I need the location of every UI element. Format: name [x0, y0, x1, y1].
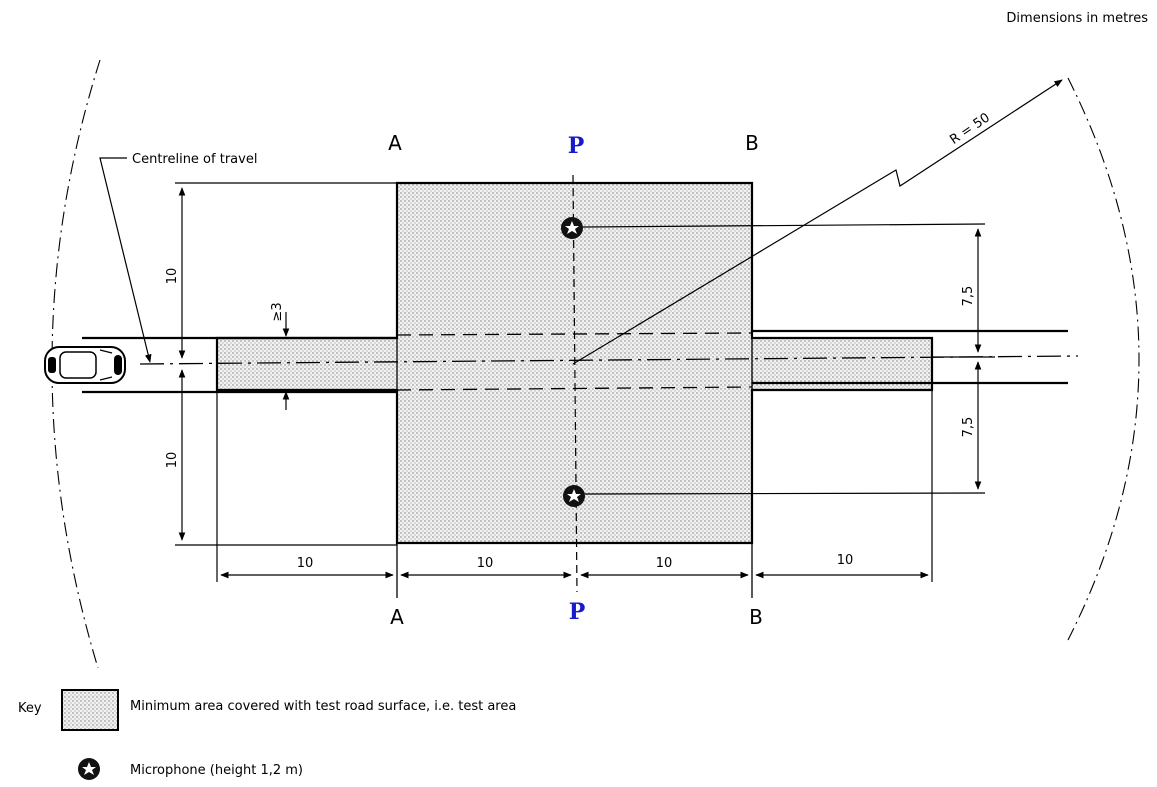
microphone-upper-icon: [561, 217, 583, 239]
dim-min-width-label: ≥3: [270, 302, 285, 321]
units-note: Dimensions in metres: [1006, 11, 1148, 26]
dim-bottom-3: 10: [656, 556, 673, 571]
dim-bottom: 10 10 10 10: [216, 390, 933, 582]
key-area-swatch: [61, 689, 119, 731]
label-p-top: P: [568, 133, 585, 159]
key-microphone-icon: [78, 758, 100, 780]
key-title: Key: [18, 701, 42, 716]
dim-right: 7,5 7,5: [932, 228, 995, 490]
key-legend: Key Minimum area covered with test road …: [18, 689, 516, 780]
centreline-callout: Centreline of travel: [99, 152, 257, 363]
label-p-bottom: P: [569, 599, 586, 625]
mic-upper-leader: [582, 223, 986, 228]
label-a-bottom: A: [390, 605, 404, 629]
key-area-text: Minimum area covered with test road surf…: [130, 699, 516, 714]
label-b-top: B: [745, 131, 759, 155]
dim-bottom-2: 10: [477, 556, 494, 571]
dim-lower-left: 10: [165, 452, 180, 469]
label-a-top: A: [388, 131, 402, 155]
dim-bottom-1: 10: [297, 556, 314, 571]
dim-upper-right: 7,5: [961, 286, 976, 307]
microphone-lower-icon: [563, 485, 585, 507]
centreline-label: Centreline of travel: [132, 152, 257, 167]
road-edges: [82, 329, 1068, 394]
dim-upper-left: 10: [165, 268, 180, 285]
dim-min-width: ≥3: [270, 302, 290, 410]
mic-lower-leader: [584, 492, 986, 495]
radius-arc-right: [1067, 77, 1140, 641]
key-microphone-text: Microphone (height 1,2 m): [130, 763, 303, 778]
centreline: [139, 355, 1079, 365]
car-icon: [44, 346, 126, 384]
label-b-bottom: B: [749, 605, 763, 629]
dim-left: 10 10: [165, 182, 397, 546]
dim-bottom-4: 10: [837, 553, 854, 568]
line-p: [572, 174, 578, 593]
dim-lower-right: 7,5: [961, 417, 976, 438]
